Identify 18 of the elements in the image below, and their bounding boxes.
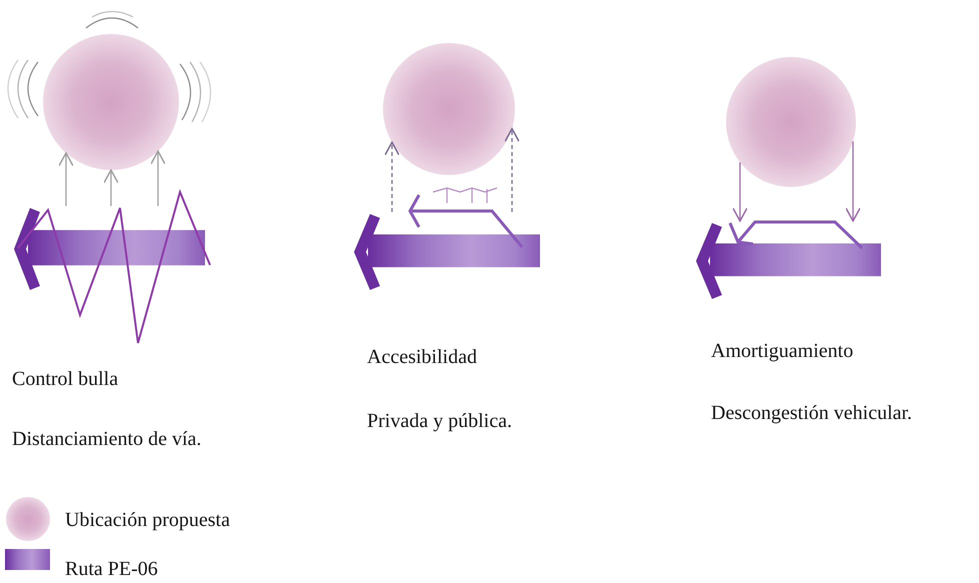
legend-text: Ruta PE-06 — [65, 557, 158, 581]
legend-text: Ubicación propuesta — [65, 508, 230, 532]
panel-text: Descongestión vehicular. — [711, 401, 912, 425]
arrow — [504, 128, 520, 212]
arrow — [384, 142, 400, 212]
arrow — [845, 142, 861, 222]
panel-text: Privada y pública. — [367, 409, 512, 433]
panel-text: Amortiguamiento — [711, 339, 854, 363]
arrow — [58, 152, 74, 206]
road-arrow — [352, 212, 540, 292]
arrow — [732, 162, 748, 222]
panel-text: Control bulla — [12, 367, 118, 391]
road-arrow — [694, 221, 881, 301]
road-arrow — [12, 206, 205, 292]
panel-text: Distanciamiento de vía. — [12, 427, 202, 451]
arrow — [103, 169, 119, 206]
panel-text: Accesibilidad — [367, 345, 477, 369]
arrow — [150, 150, 166, 206]
